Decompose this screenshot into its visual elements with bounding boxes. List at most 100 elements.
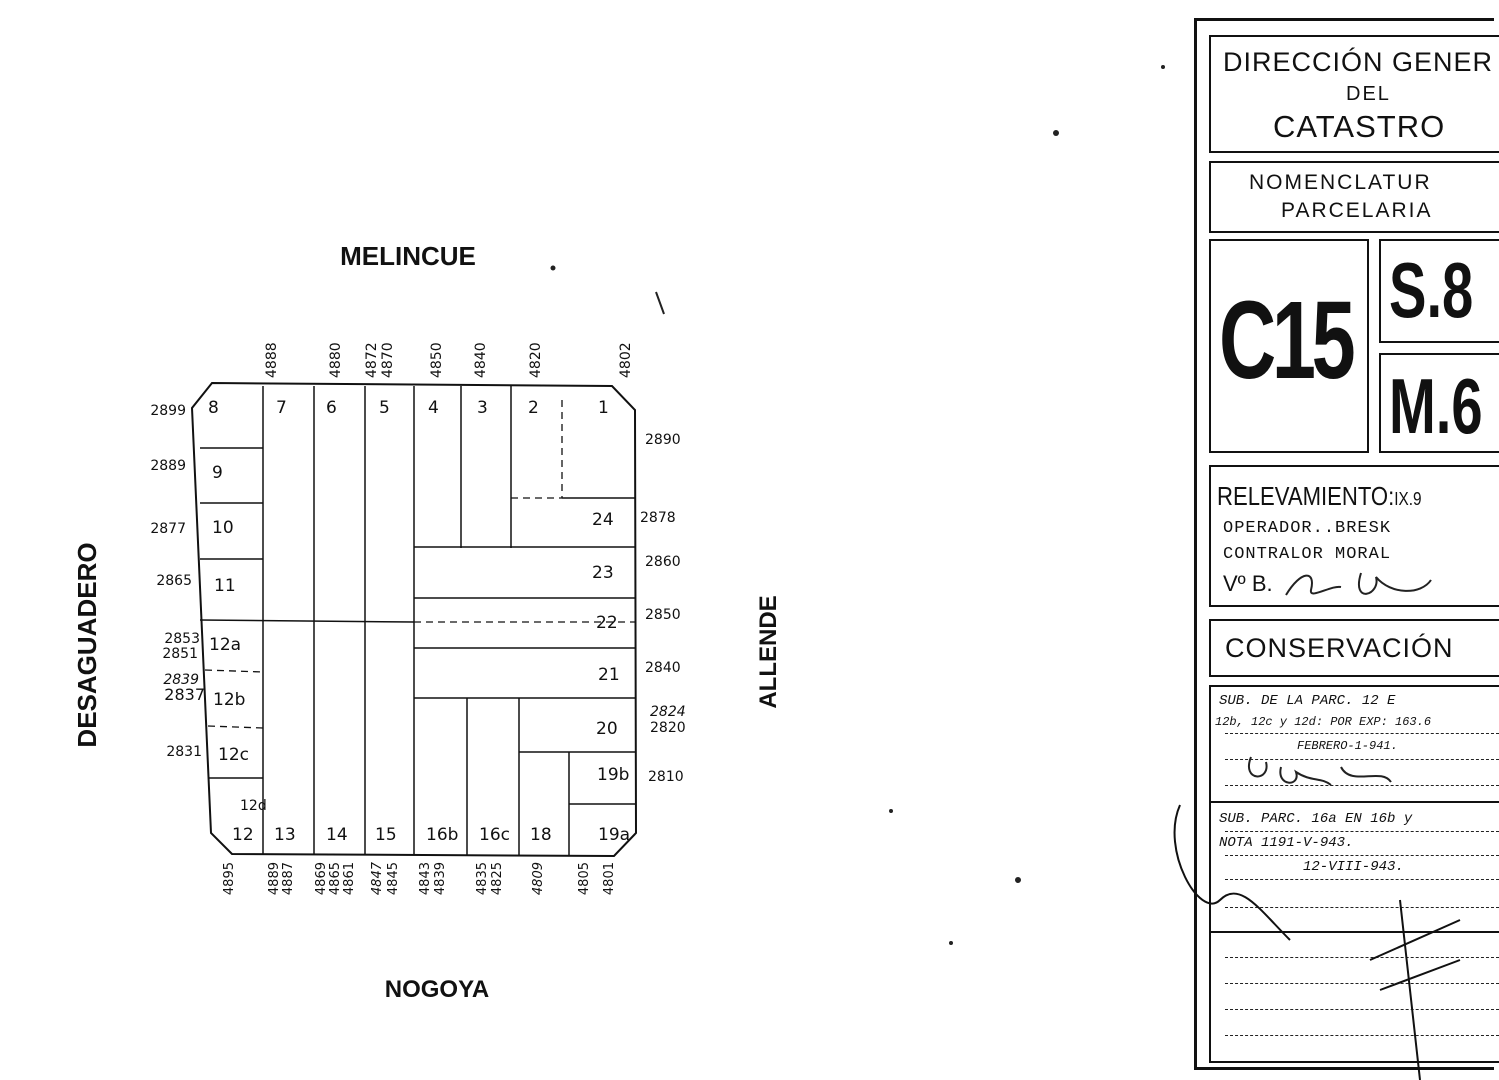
parcel-labels: 8 7 6 5 4 3 2 1 9 10 11 12a 12b 12c 12d … [208, 398, 630, 845]
num-left-2: 2877 [150, 521, 186, 537]
note1-line1: SUB. DE LA PARC. 12 E [1219, 693, 1396, 709]
note1-signature [1248, 756, 1392, 786]
street-west: DESAGUADERO [72, 542, 102, 747]
num-right-1: 2878 [640, 510, 676, 526]
card-contralor-row: CONTRALOR MORAL [1223, 545, 1391, 564]
card-conservacion-label: CONSERVACIÓN [1225, 633, 1454, 663]
note-dash-10 [1225, 1009, 1499, 1010]
card-operador-row: OPERADOR..BRESK [1223, 519, 1392, 538]
contralor-label: CONTRALOR [1223, 545, 1324, 564]
num-top-1: 4880 [328, 342, 344, 378]
parcel-12b: 12b [213, 690, 245, 710]
num-right-0: 2890 [645, 432, 681, 448]
num-right-4: 2840 [645, 660, 681, 676]
relevamiento-value: IX.9 [1394, 489, 1422, 509]
parcel-16c: 16c [479, 825, 510, 845]
num-right-5: 2824 [650, 704, 686, 720]
num-bottom-14: 4801 [602, 862, 617, 895]
card-nomen-line1: NOMENCLATUR [1249, 171, 1432, 194]
card-header-line3: CATASTRO [1273, 109, 1446, 144]
num-top-7: 4802 [618, 342, 634, 378]
parcel-lines [199, 386, 636, 855]
note-dash-11 [1225, 1035, 1499, 1036]
note-divider [1211, 801, 1499, 803]
parcel-7: 7 [276, 398, 287, 418]
num-right-2: 2860 [645, 554, 681, 570]
note-dash-9 [1225, 983, 1499, 984]
house-numbers-top: 4888 4880 4872 4870 4850 4840 4820 4802 [264, 342, 634, 378]
parcel-4: 4 [428, 398, 439, 418]
card-header-line2: DEL [1346, 83, 1391, 105]
vb-signature [1285, 572, 1432, 596]
parcel-21: 21 [598, 665, 620, 685]
operador-value: BRESK [1335, 519, 1392, 538]
num-top-3: 4870 [380, 342, 396, 378]
parcel-16b: 16b [426, 825, 458, 845]
note2-line1: SUB. PARC. 16a EN 16b y [1219, 811, 1413, 827]
parcel-14: 14 [326, 825, 348, 845]
vb-label: Vº B. [1223, 571, 1273, 596]
card-header: DIRECCIÓN GENER DEL CATASTRO [1209, 35, 1499, 153]
parcel-6: 6 [326, 398, 337, 418]
note1-line3: FEBRERO-1-941. [1297, 739, 1398, 753]
parcel-11: 11 [214, 576, 236, 596]
card-vb-row: Vº B. [1223, 571, 1273, 597]
card-seccion-box: S.8 [1379, 239, 1499, 343]
card-relevamiento: RELEVAMIENTO:IX.9 OPERADOR..BRESK CONTRA… [1209, 465, 1499, 607]
num-bottom-0: 4895 [222, 862, 237, 895]
card-conservacion: CONSERVACIÓN [1209, 619, 1499, 677]
num-bottom-3: 4869 [314, 862, 329, 895]
num-bottom-13: 4805 [577, 862, 592, 895]
street-north: MELINCUE [340, 241, 476, 271]
contralor-value: MORAL [1335, 545, 1392, 564]
card-nomen-line2: PARCELARIA [1281, 199, 1433, 222]
card-relevamiento-row: RELEVAMIENTO:IX.9 [1217, 481, 1421, 512]
handwritten-stroke [1173, 804, 1461, 1080]
num-top-0: 4888 [264, 342, 280, 378]
note-dash-1 [1225, 733, 1499, 734]
parcel-20: 20 [596, 719, 618, 739]
parcel-18: 18 [530, 825, 552, 845]
note2-line3: 12-VIII-943. [1303, 859, 1404, 875]
parcel-plan: MELINCUE NOGOYA DESAGUADERO ALLENDE [72, 65, 1165, 1003]
parcel-2: 2 [528, 398, 539, 418]
operador-label: OPERADOR [1223, 519, 1313, 538]
parcel-19b: 19b [597, 765, 629, 785]
card-circ: C15 [1219, 279, 1356, 402]
parcel-3: 3 [477, 398, 488, 418]
note-dash-2 [1225, 759, 1499, 760]
street-south: NOGOYA [385, 976, 489, 1003]
num-left-5: 2851 [162, 646, 198, 662]
card-manzana: M.6 [1389, 362, 1483, 450]
house-numbers-right: 2890 2878 2860 2850 2840 2824 2820 2810 [640, 432, 686, 785]
parcel-13: 13 [274, 825, 296, 845]
parcel-9: 9 [212, 463, 223, 483]
num-top-2: 4872 [364, 342, 380, 378]
num-right-6: 2820 [650, 720, 686, 736]
parcel-12: 12 [232, 825, 254, 845]
relevamiento-label: RELEVAMIENTO: [1217, 481, 1395, 511]
note-dash-6 [1225, 879, 1499, 880]
note-dash-3 [1225, 785, 1499, 786]
parcel-5: 5 [379, 398, 390, 418]
card-seccion: S.8 [1389, 246, 1474, 334]
note-divider-2 [1211, 931, 1499, 933]
num-left-1: 2889 [150, 458, 186, 474]
house-numbers-left: 2899 2889 2877 2865 2853 2851 2839 2837 … [150, 403, 205, 760]
parcel-1: 1 [598, 398, 609, 418]
card-circ-box: C15 [1209, 239, 1369, 453]
note-dash-5 [1225, 855, 1499, 856]
note-dash-4 [1225, 831, 1499, 832]
num-bottom-9: 4839 [433, 862, 448, 895]
block-outline [190, 381, 638, 858]
num-bottom-2: 4887 [281, 862, 296, 895]
num-bottom-4: 4865 [328, 862, 343, 895]
note-dash-7 [1225, 907, 1499, 908]
parcel-19a: 19a [598, 825, 630, 845]
parcel-12d: 12d [240, 798, 267, 814]
num-left-3: 2865 [156, 573, 192, 589]
street-east: ALLENDE [755, 595, 782, 708]
num-bottom-11: 4825 [490, 862, 505, 895]
note1-line2: 12b, 12c y 12d: POR EXP: 163.6 [1215, 715, 1432, 729]
parcel-12c: 12c [218, 745, 249, 765]
